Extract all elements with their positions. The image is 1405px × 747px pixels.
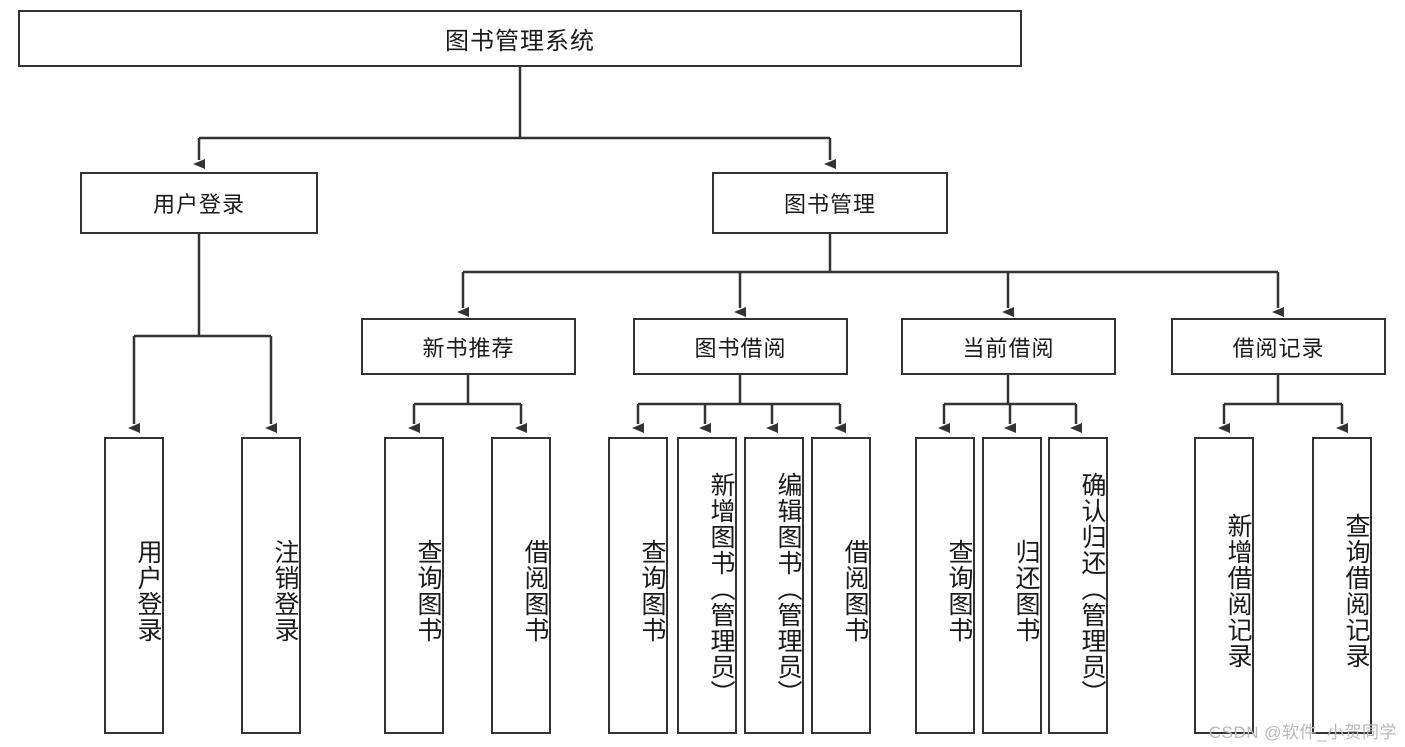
node-borrow-record[interactable]: 借阅记录 (1171, 318, 1386, 375)
node-label: 用户登录 (152, 192, 245, 217)
leaf-current-query-book[interactable]: 查询图书 (915, 437, 975, 734)
node-label: 编辑图书（管理员） (774, 471, 802, 706)
node-current-borrow[interactable]: 当前借阅 (901, 318, 1116, 375)
node-label: 新书推荐 (422, 335, 515, 361)
node-book-borrow[interactable]: 图书借阅 (633, 318, 848, 375)
watermark-text: CSDN @软件_小贺同学 (1208, 723, 1397, 742)
node-label: 图书借阅 (694, 335, 787, 361)
leaf-user-logout[interactable]: 注销登录 (241, 437, 301, 734)
node-root-system[interactable]: 图书管理系统 (18, 10, 1022, 67)
node-label: 查询借阅记录 (1342, 512, 1370, 669)
leaf-borrow-query-book[interactable]: 查询图书 (608, 437, 668, 734)
leaf-borrow-add-book-admin[interactable]: 新增图书（管理员） (677, 437, 737, 734)
leaf-current-return-book[interactable]: 归还图书 (982, 437, 1042, 734)
node-label: 新增图书（管理员） (707, 471, 735, 706)
node-label: 当前借阅 (962, 335, 1055, 361)
node-label: 新增借阅记录 (1224, 512, 1252, 669)
node-label: 图书管理系统 (445, 28, 595, 55)
leaf-borrow-borrow-book[interactable]: 借阅图书 (811, 437, 871, 734)
leaf-record-add-borrow-record[interactable]: 新增借阅记录 (1194, 437, 1254, 734)
node-label: 归还图书 (1012, 538, 1040, 643)
node-label: 图书管理 (783, 192, 876, 217)
node-label: 查询图书 (638, 538, 666, 643)
node-user-login[interactable]: 用户登录 (80, 172, 318, 234)
node-label: 查询图书 (945, 538, 973, 643)
node-label: 注销登录 (271, 538, 299, 643)
node-label: 用户登录 (134, 538, 162, 643)
leaf-borrow-edit-book-admin[interactable]: 编辑图书（管理员） (744, 437, 804, 734)
leaf-current-confirm-return-admin[interactable]: 确认归还（管理员） (1048, 437, 1108, 734)
leaf-recommend-query-book[interactable]: 查询图书 (384, 437, 444, 734)
node-label: 借阅图书 (521, 538, 549, 643)
node-new-book-recommend[interactable]: 新书推荐 (361, 318, 576, 375)
node-label: 借阅记录 (1232, 335, 1325, 361)
leaf-user-login[interactable]: 用户登录 (104, 437, 164, 734)
leaf-record-query-borrow-record[interactable]: 查询借阅记录 (1312, 437, 1372, 734)
node-book-management[interactable]: 图书管理 (712, 172, 948, 234)
node-label: 查询图书 (414, 538, 442, 643)
node-label: 借阅图书 (841, 538, 869, 643)
node-label: 确认归还（管理员） (1078, 471, 1106, 706)
leaf-recommend-borrow-book[interactable]: 借阅图书 (491, 437, 551, 734)
